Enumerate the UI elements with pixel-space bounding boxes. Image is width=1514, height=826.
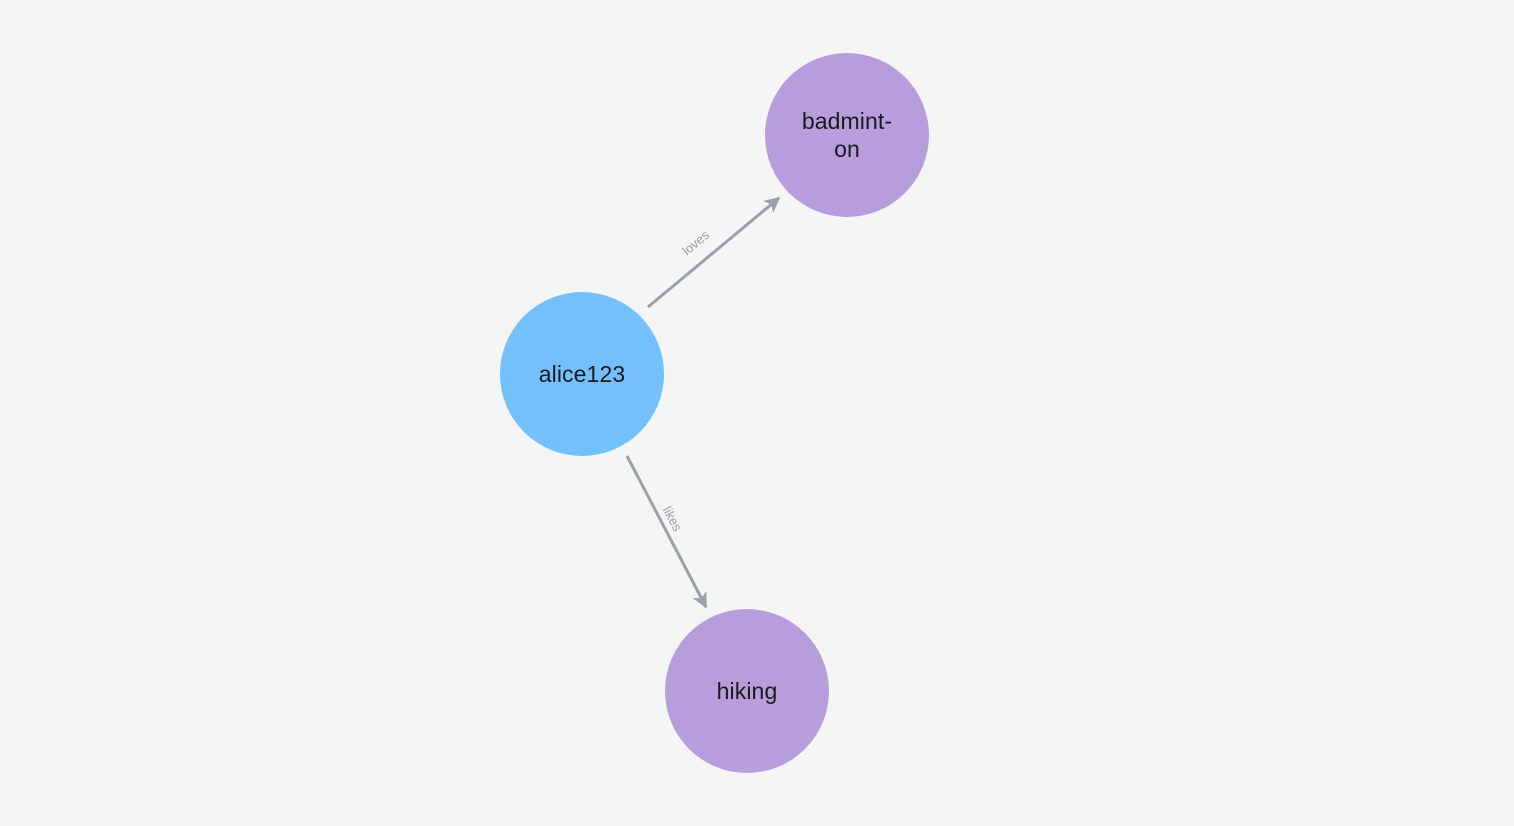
graph-node-badminton-label-line-2: on (834, 136, 860, 162)
graph-node-badminton[interactable]: badmint- on (765, 53, 929, 217)
graph-node-alice123-label-line-1: alice123 (538, 361, 626, 387)
graph-node-hiking-label-line-1: hiking (716, 678, 778, 704)
graph-node-hiking[interactable]: hiking (665, 609, 829, 773)
graph-node-hiking-label: hiking (665, 677, 829, 705)
graph-node-badminton-label-line-1: badmint- (801, 108, 893, 134)
graph-node-alice123[interactable]: alice123 (500, 292, 664, 456)
graph-node-alice123-label: alice123 (500, 360, 664, 388)
edge-likes[interactable] (625, 455, 708, 609)
graph-node-badminton-label: badmint- on (765, 107, 929, 163)
edge-loves[interactable] (647, 196, 781, 309)
